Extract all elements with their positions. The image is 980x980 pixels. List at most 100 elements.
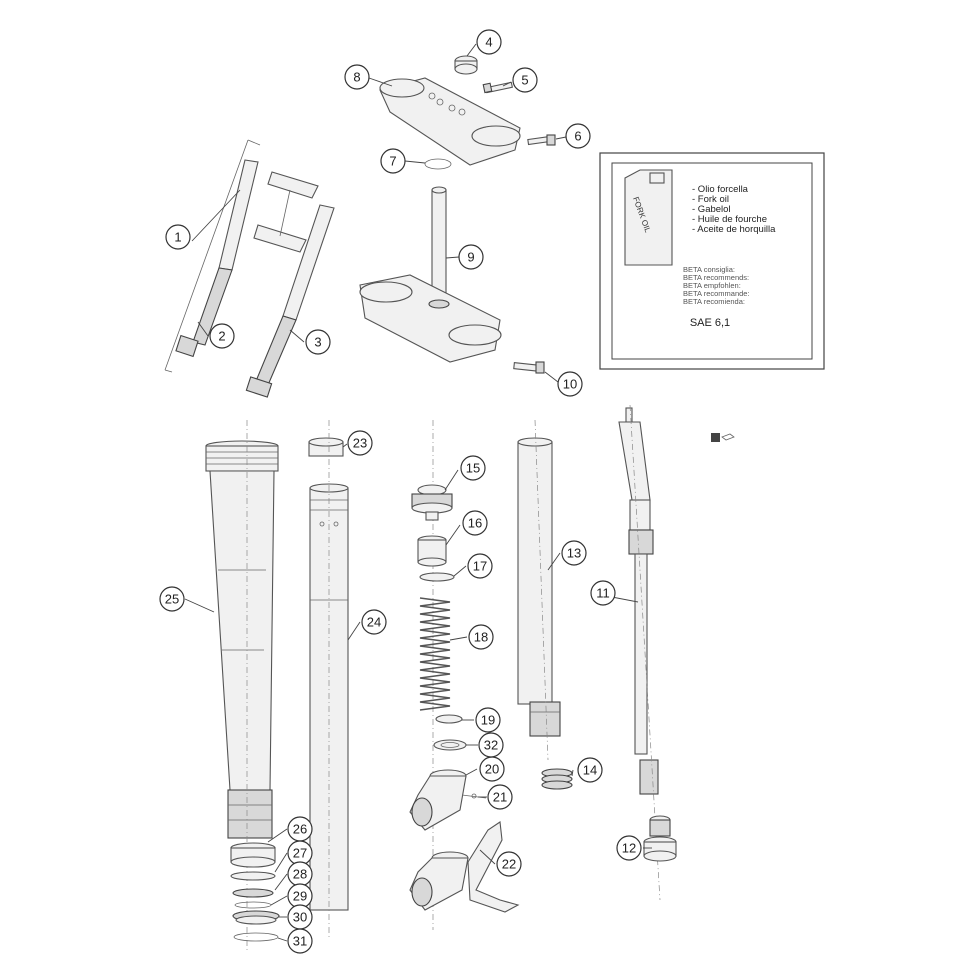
svg-text:18: 18	[474, 630, 488, 645]
svg-text:26: 26	[293, 822, 307, 837]
bolt-10	[513, 361, 545, 374]
callout-13: 13	[561, 540, 587, 566]
spacer	[417, 535, 447, 567]
callout-16: 16	[462, 510, 488, 536]
svg-text:2: 2	[218, 329, 225, 344]
callout-23: 23	[347, 430, 373, 456]
callout-31: 31	[287, 928, 313, 954]
base-valve	[643, 815, 677, 862]
oil-can-icon: FORK OIL	[624, 169, 673, 266]
outer-tube	[205, 420, 279, 950]
svg-text:9: 9	[467, 250, 474, 265]
fork-spring	[419, 597, 451, 711]
fork-assembly-overview	[164, 139, 335, 398]
svg-text:11: 11	[596, 586, 610, 601]
clip-ring	[234, 901, 272, 909]
callout-25: 25	[159, 586, 185, 612]
oil-seal	[232, 910, 280, 925]
callout-30: 30	[287, 904, 313, 930]
bump-stop-spring	[541, 768, 573, 790]
oil-name-fr: - Huile de fourche	[692, 214, 767, 225]
callout-18: 18	[468, 624, 494, 650]
recommend-it: BETA consiglia:	[683, 265, 735, 274]
recommend-es: BETA recomienda:	[683, 297, 745, 306]
callout-5: 5	[512, 67, 538, 93]
svg-text:3: 3	[314, 335, 321, 350]
spring-seat	[435, 714, 463, 724]
bolt-6	[527, 134, 556, 146]
callout-8: 8	[344, 64, 370, 90]
washer-32	[433, 739, 467, 751]
svg-text:27: 27	[293, 846, 307, 861]
slider-tube	[517, 419, 561, 761]
svg-text:8: 8	[353, 70, 360, 85]
callout-14: 14	[577, 757, 603, 783]
circlip	[233, 932, 279, 942]
svg-text:29: 29	[293, 889, 307, 904]
oil-grade: SAE 6,1	[690, 317, 730, 329]
washer	[230, 871, 276, 881]
oil-name-en: - Fork oil	[692, 194, 729, 205]
callout-12: 12	[616, 835, 642, 861]
damper-cartridge	[618, 404, 661, 901]
svg-text:16: 16	[468, 516, 482, 531]
axle-bolt	[461, 793, 487, 799]
fork-oil-info-box: FORK OIL - Olio forcella - Fork oil - Ga…	[599, 152, 825, 370]
spring-washer	[419, 572, 455, 582]
callout-32: 32	[478, 732, 504, 758]
callout-3: 3	[305, 329, 331, 355]
upper-triple-clamp	[379, 77, 521, 166]
svg-text:7: 7	[389, 154, 396, 169]
svg-text:21: 21	[493, 790, 507, 805]
recommend-de: BETA empfohlen:	[683, 281, 741, 290]
callout-17: 17	[467, 553, 493, 579]
callout-15: 15	[460, 455, 486, 481]
callout-2: 2	[209, 323, 235, 349]
callout-7: 7	[380, 148, 406, 174]
svg-text:5: 5	[521, 73, 528, 88]
svg-text:17: 17	[473, 559, 487, 574]
callout-4: 4	[476, 29, 502, 55]
callout-22: 22	[496, 851, 522, 877]
dust-seal	[232, 888, 274, 898]
oil-name-es: - Aceite de horquilla	[692, 224, 776, 235]
inner-tube	[308, 420, 349, 940]
callout-9: 9	[458, 244, 484, 270]
svg-text:25: 25	[165, 592, 179, 607]
fork-foot-with-guard	[409, 821, 520, 913]
svg-text:30: 30	[293, 910, 307, 925]
callout-6: 6	[565, 123, 591, 149]
spring-preload-adjuster	[411, 484, 453, 521]
svg-text:14: 14	[583, 763, 597, 778]
recommend-fr: BETA recommande:	[683, 289, 750, 298]
svg-text:15: 15	[466, 461, 480, 476]
svg-text:32: 32	[484, 738, 498, 753]
callout-20: 20	[479, 756, 505, 782]
callout-11: 11	[590, 580, 616, 606]
svg-text:28: 28	[293, 867, 307, 882]
leader-lines	[184, 43, 652, 942]
callout-1: 1	[165, 224, 191, 250]
fork-foot	[409, 769, 467, 831]
callout-24: 24	[361, 609, 387, 635]
svg-text:4: 4	[485, 35, 492, 50]
oil-name-it: - Olio forcella	[692, 184, 749, 195]
oil-name-de: - Gabelol	[692, 204, 731, 215]
svg-text:31: 31	[293, 934, 307, 949]
guide-bushing	[230, 842, 276, 868]
recommend-en: BETA recommends:	[683, 273, 749, 282]
svg-text:24: 24	[367, 615, 381, 630]
callout-26: 26	[287, 816, 313, 842]
svg-text:12: 12	[622, 841, 636, 856]
callout-28: 28	[287, 861, 313, 887]
svg-text:13: 13	[567, 546, 581, 561]
callout-10: 10	[557, 371, 583, 397]
svg-text:20: 20	[485, 762, 499, 777]
svg-text:1: 1	[174, 230, 181, 245]
svg-text:19: 19	[481, 713, 495, 728]
callout-19: 19	[475, 707, 501, 733]
lower-triple-clamp	[359, 186, 502, 363]
svg-text:6: 6	[574, 129, 581, 144]
callout-21: 21	[487, 784, 513, 810]
